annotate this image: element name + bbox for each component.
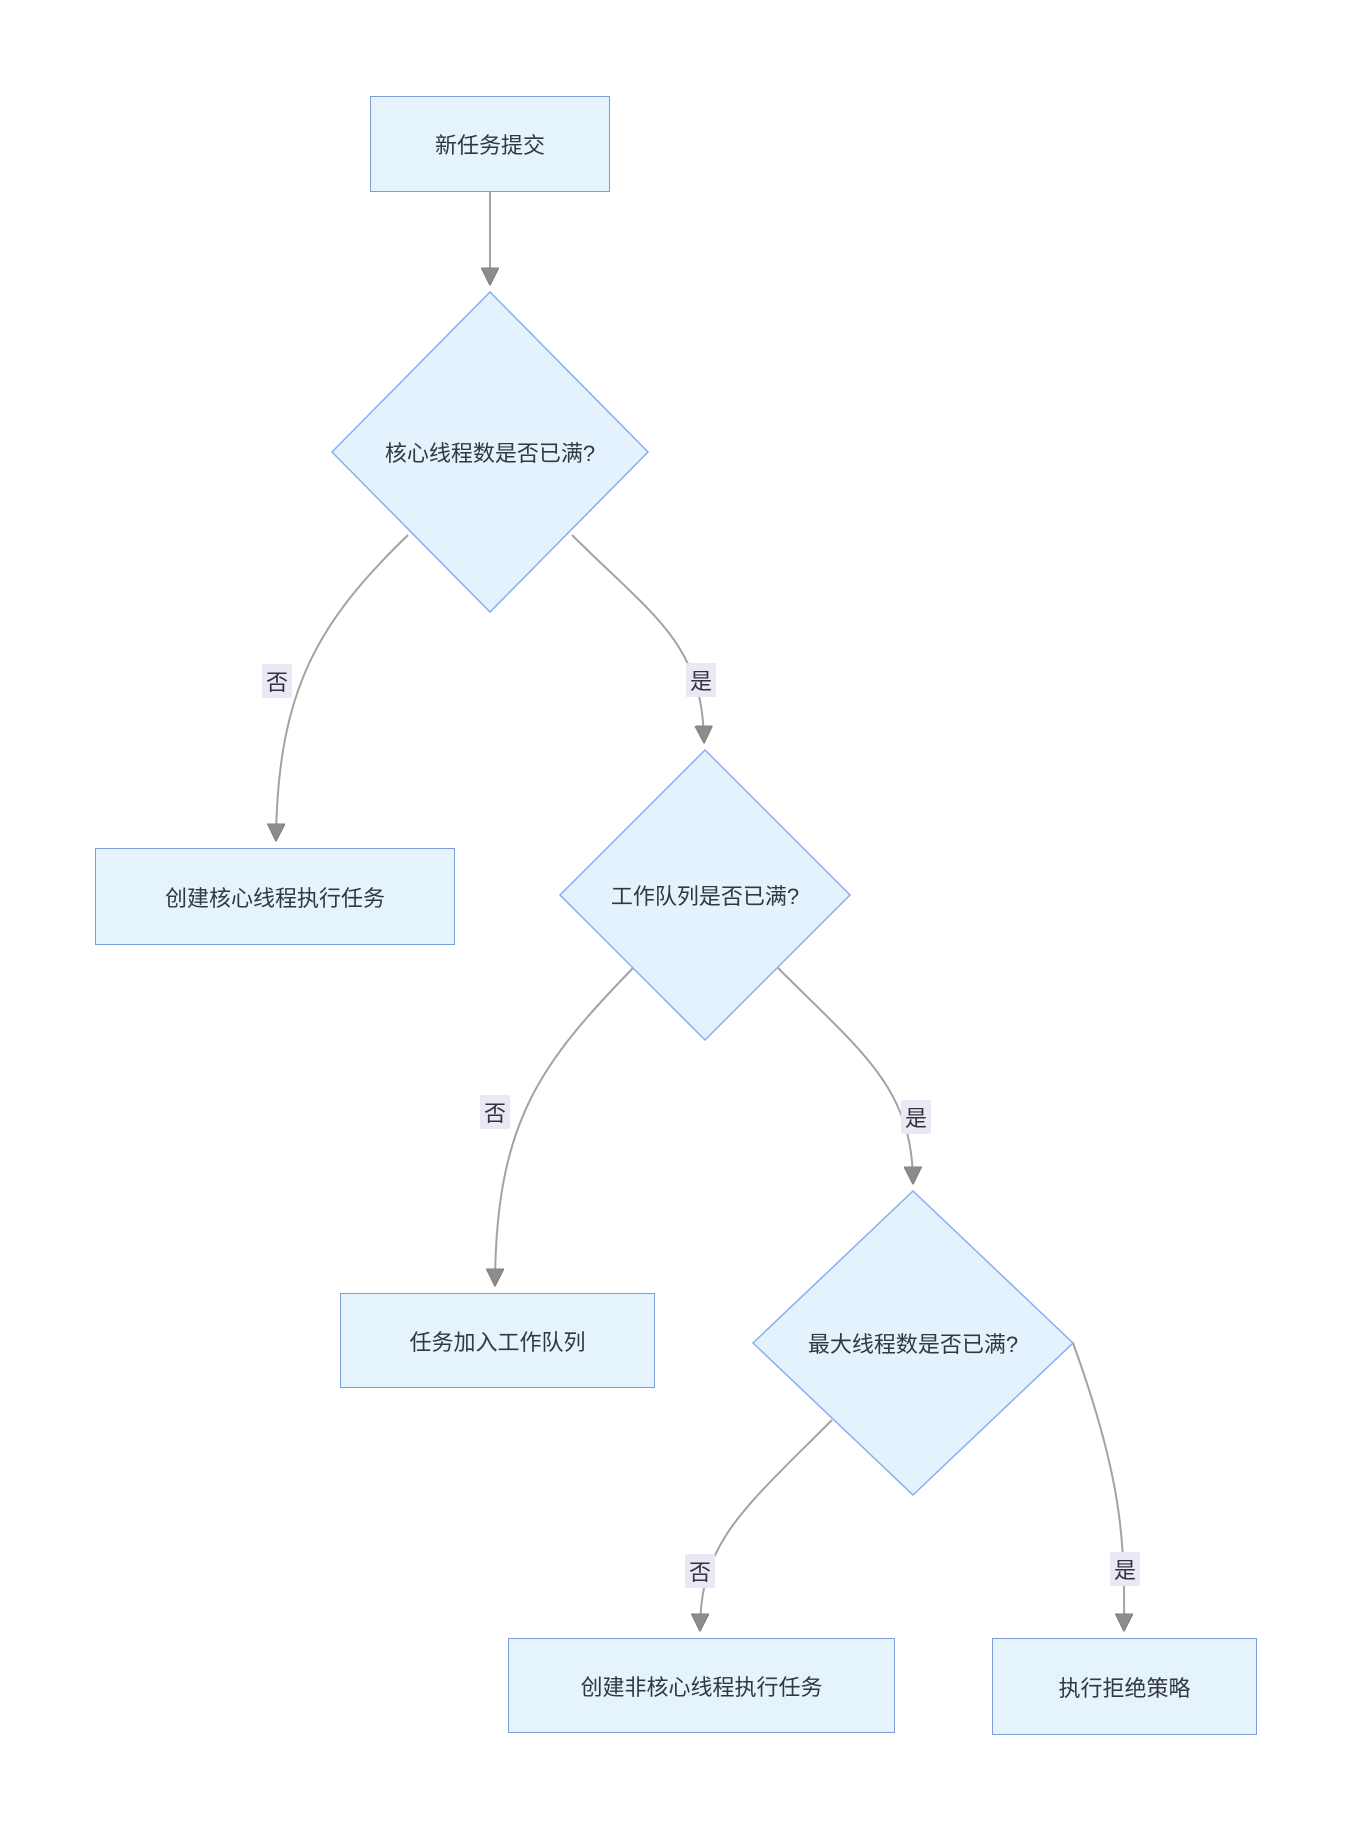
edge-label-max-full-yes: 是 bbox=[1109, 1552, 1141, 1586]
decision-work-queue-shape[interactable] bbox=[558, 748, 852, 1042]
decision-core-threads-shape[interactable] bbox=[330, 290, 650, 614]
edge-queue-full-yes bbox=[777, 967, 913, 1181]
node-start[interactable]: 新任务提交 bbox=[370, 96, 610, 192]
edge-label-core-full-no: 否 bbox=[261, 664, 293, 698]
edge-label-core-full-yes: 是 bbox=[685, 663, 717, 697]
node-reject-policy[interactable]: 执行拒绝策略 bbox=[992, 1638, 1257, 1735]
decision-max-threads-shape[interactable] bbox=[751, 1189, 1075, 1497]
node-core-threads-full-label: 核心线程数是否已满? bbox=[384, 441, 596, 466]
edge-max-full-no bbox=[700, 1419, 833, 1628]
node-max-threads-full-label: 最大线程数是否已满? bbox=[807, 1332, 1019, 1357]
edge-core-full-yes bbox=[571, 534, 704, 740]
edge-queue-full-no bbox=[495, 967, 634, 1283]
edge-core-full-no bbox=[276, 534, 409, 838]
node-enqueue-task[interactable]: 任务加入工作队列 bbox=[340, 1293, 655, 1388]
node-create-noncore-thread[interactable]: 创建非核心线程执行任务 bbox=[508, 1638, 895, 1733]
edge-label-max-full-no: 否 bbox=[684, 1554, 716, 1588]
edge-max-full-yes bbox=[1072, 1342, 1124, 1628]
node-work-queue-full-label: 工作队列是否已满? bbox=[610, 884, 800, 909]
edge-label-queue-full-no: 否 bbox=[479, 1095, 511, 1129]
node-create-core-thread[interactable]: 创建核心线程执行任务 bbox=[95, 848, 455, 945]
edge-label-queue-full-yes: 是 bbox=[900, 1100, 932, 1134]
